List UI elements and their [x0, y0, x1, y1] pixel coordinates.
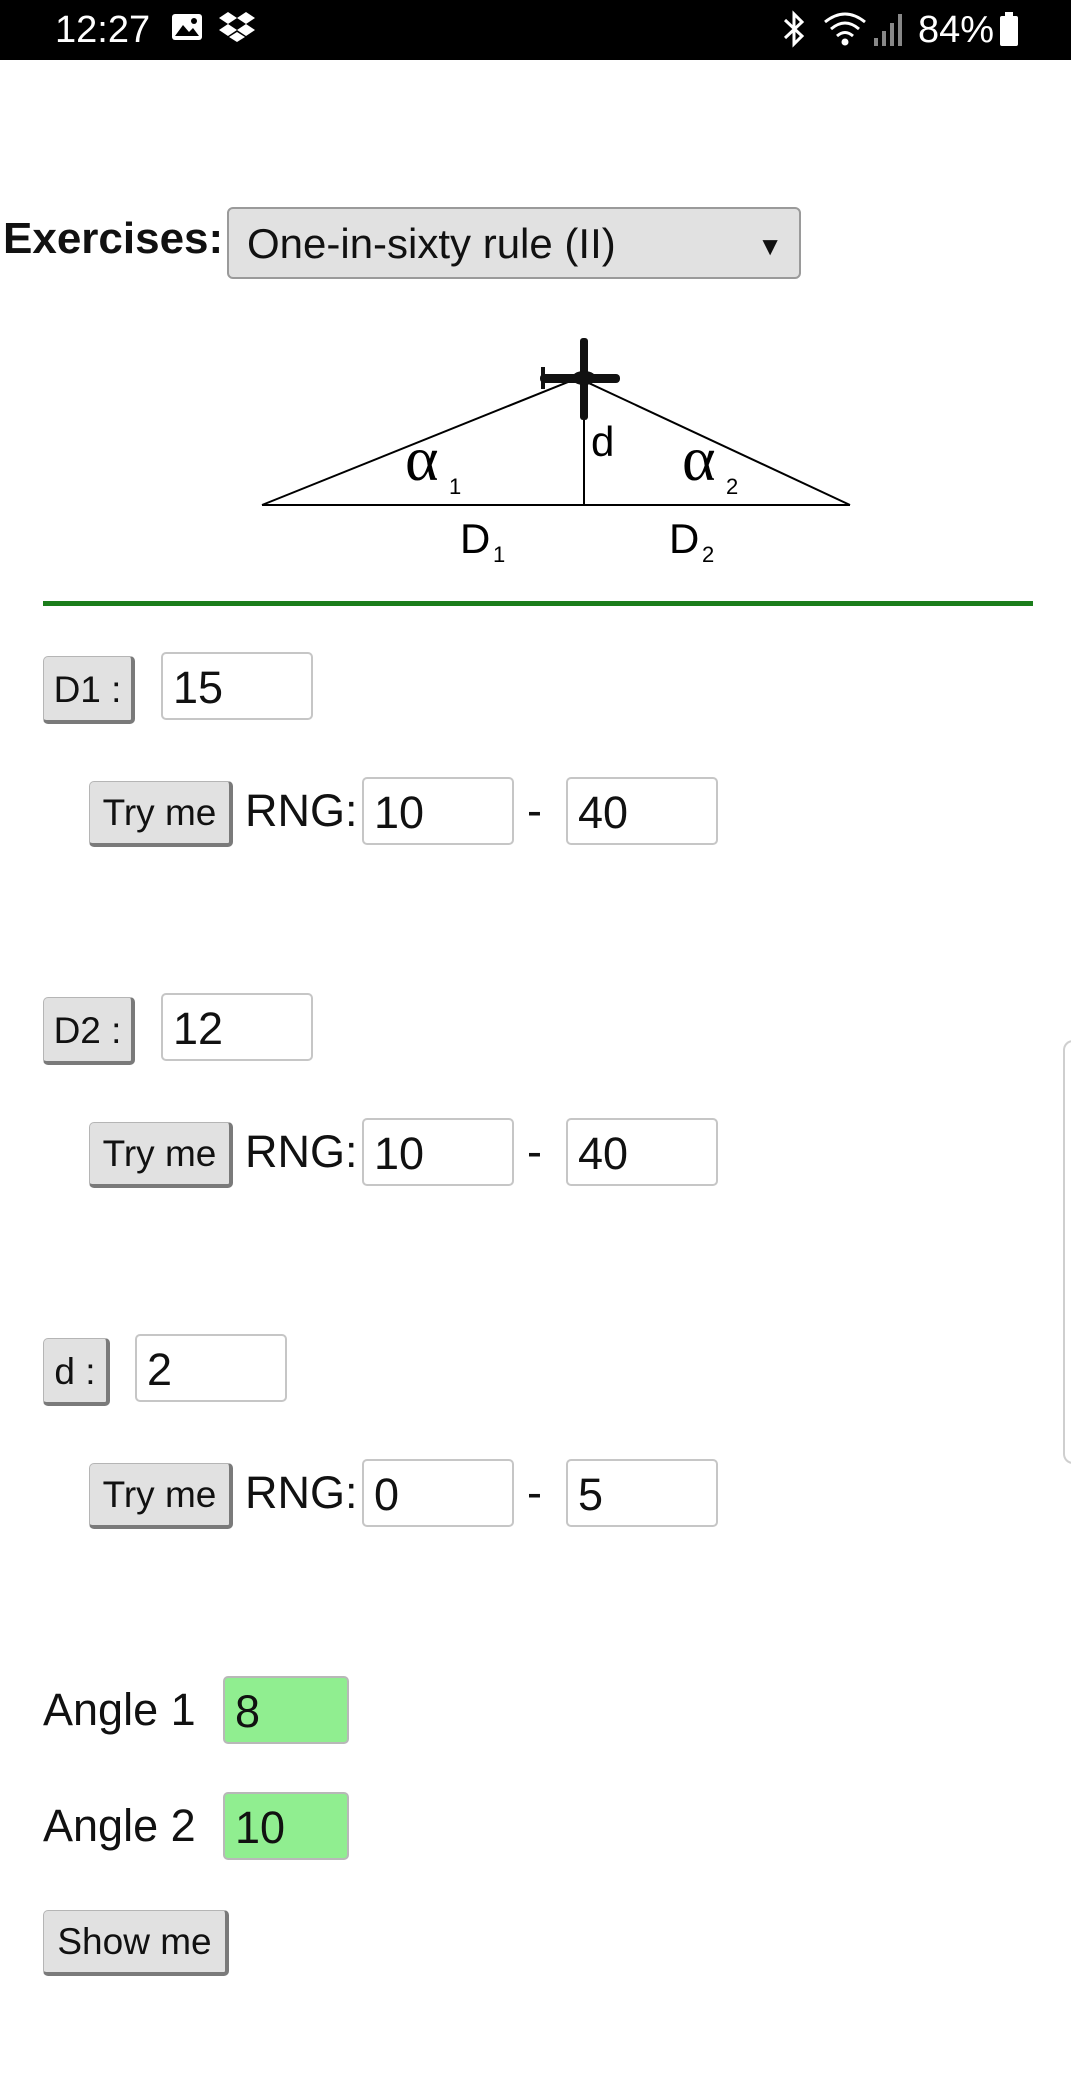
one-in-sixty-diagram: α 1 α 2 d D 1 D 2 [261, 338, 851, 567]
d1-rng-dash: - [527, 785, 542, 836]
d2-button[interactable]: D2 : [43, 997, 135, 1065]
d2-try-button[interactable]: Try me [89, 1122, 233, 1188]
exercises-label: Exercises: [3, 214, 224, 263]
d-rng-dash: - [527, 1467, 542, 1518]
d-rng-max-input[interactable]: 5 [566, 1459, 718, 1527]
angle1-output: 8 [223, 1676, 349, 1744]
D1-label: D [460, 515, 490, 562]
d2-rng-label: RNG: [245, 1126, 358, 1177]
d1-try-button[interactable]: Try me [89, 781, 233, 847]
d2-rng-min-input[interactable]: 10 [362, 1118, 514, 1186]
d-input[interactable]: 2 [135, 1334, 287, 1402]
alpha2-subscript: 2 [726, 474, 738, 499]
wifi-icon [822, 10, 868, 53]
gallery-icon [170, 10, 204, 49]
D2-subscript: 2 [702, 542, 714, 567]
dropbox-icon [218, 10, 256, 49]
angle2-label: Angle 2 [43, 1800, 196, 1851]
airplane-icon [540, 338, 620, 420]
d2-rng-dash: - [527, 1126, 542, 1177]
d-button[interactable]: d : [43, 1338, 110, 1406]
exercises-selected-value: One-in-sixty rule (II) [247, 220, 616, 267]
battery-icon [998, 10, 1020, 53]
status-bar: 12:27 84% [0, 0, 1071, 60]
d1-rng-min-input[interactable]: 10 [362, 777, 514, 845]
triangle-lines [261, 377, 851, 506]
d2-input[interactable]: 12 [161, 993, 313, 1061]
dropdown-arrow-icon: ▼ [757, 231, 783, 261]
d2-rng-max-input[interactable]: 40 [566, 1118, 718, 1186]
alpha2-symbol: α [682, 423, 716, 494]
D1-subscript: 1 [493, 542, 505, 567]
d1-input[interactable]: 15 [161, 652, 313, 720]
scroll-handle[interactable] [1063, 1040, 1071, 1464]
d-rng-label: RNG: [245, 1467, 358, 1518]
alpha1-symbol: α [405, 423, 439, 494]
d-label: d [591, 418, 614, 465]
alpha1-subscript: 1 [449, 474, 461, 499]
d1-rng-label: RNG: [245, 785, 358, 836]
d1-button[interactable]: D1 : [43, 656, 135, 724]
exercises-select[interactable]: One-in-sixty rule (II) ▼ [227, 207, 801, 279]
show-me-button[interactable]: Show me [43, 1910, 229, 1976]
section-divider [43, 601, 1033, 606]
battery-percent: 84% [918, 9, 995, 51]
d-rng-min-input[interactable]: 0 [362, 1459, 514, 1527]
status-time: 12:27 [55, 9, 151, 51]
d-try-button[interactable]: Try me [89, 1463, 233, 1529]
d1-rng-max-input[interactable]: 40 [566, 777, 718, 845]
bluetooth-icon [780, 10, 808, 53]
angle2-output: 10 [223, 1792, 349, 1860]
D2-label: D [669, 515, 699, 562]
angle1-label: Angle 1 [43, 1684, 196, 1735]
signal-icon [872, 10, 908, 53]
